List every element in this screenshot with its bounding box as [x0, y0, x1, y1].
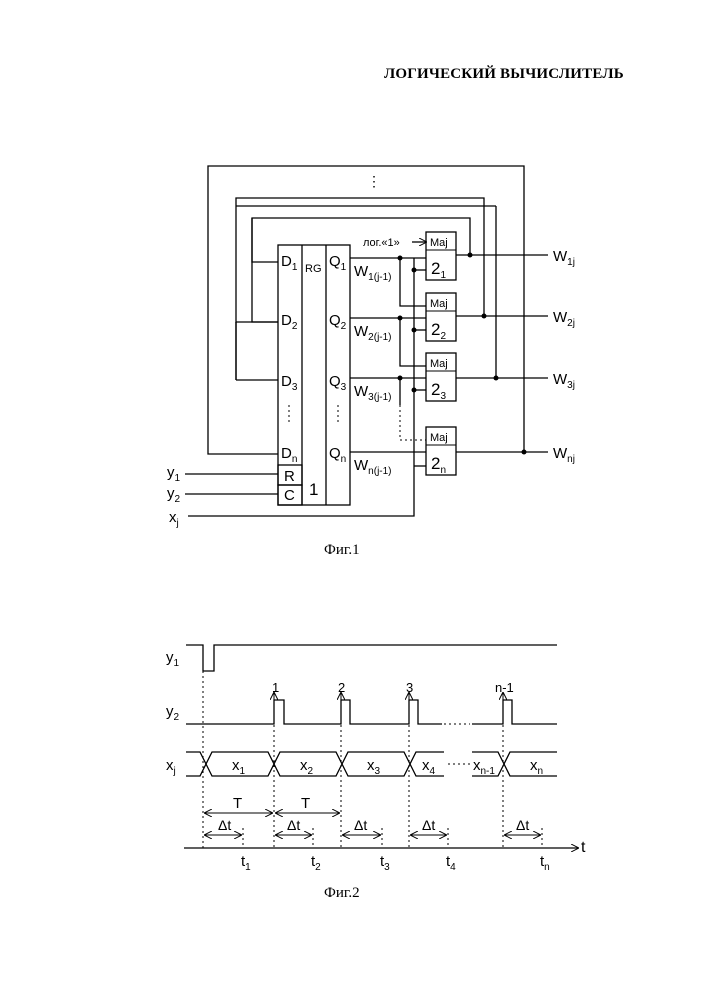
maj-number: 21 — [431, 259, 446, 281]
delta-label: Δt — [218, 817, 231, 833]
output-label: W1j — [553, 248, 575, 268]
x-value: x3 — [367, 757, 381, 777]
time-label: t1 — [241, 853, 251, 873]
xj-waveform: x1 x2 x3 x4 xn-1 xn — [186, 752, 557, 777]
x-value: xn — [530, 757, 543, 777]
y2-input-label: y2 — [167, 485, 181, 505]
delta-label: Δt — [287, 817, 300, 833]
q-output-label: Q3 — [329, 373, 347, 393]
output-wires: W1j W2j W3j Wnj — [456, 248, 575, 465]
q-output-label: Q2 — [329, 312, 347, 332]
y2-waveform: 1 2 3 n-1 — [186, 680, 557, 724]
output-label: W2j — [553, 309, 575, 329]
pulse-number: n-1 — [495, 680, 514, 695]
xj-input-label: xj — [169, 509, 179, 529]
y1-waveform — [186, 645, 557, 671]
d-input-label: D2 — [281, 312, 298, 332]
maj-label: Maj — [430, 432, 448, 444]
timing-row-label: xj — [166, 757, 176, 777]
pulse-number: 2 — [338, 680, 345, 695]
d-input-label: Dn — [281, 445, 297, 465]
timing-row-label: y1 — [166, 649, 180, 669]
pulse-number: 3 — [406, 680, 413, 695]
w-prev-label: W2(j-1) — [354, 323, 392, 343]
time-axis: t t1 t2 t3 t4 tn — [184, 839, 586, 873]
register-label: RG — [305, 263, 322, 275]
feedback-wires: ⋮ — [208, 166, 524, 454]
maj-label: Maj — [430, 298, 448, 310]
time-label: t3 — [380, 853, 390, 873]
figure-2-caption: Фиг.2 — [324, 885, 360, 902]
figure-1-circuit: RG 1 R C D1 D2 D3 Dn Q1 Q2 Q3 Qn — [167, 166, 575, 529]
maj-number: 22 — [431, 320, 446, 342]
x-value: x4 — [422, 757, 436, 777]
delta-label: Δt — [516, 817, 529, 833]
time-label: tn — [540, 853, 550, 873]
period-label: T — [233, 795, 242, 812]
output-label: Wnj — [553, 445, 575, 465]
w-prev-label: W1(j-1) — [354, 263, 392, 283]
d-input-label: D3 — [281, 373, 298, 393]
maj-number: 23 — [431, 380, 446, 402]
reset-label: R — [284, 468, 295, 485]
period-label: T — [301, 795, 310, 812]
x-value: xn-1 — [473, 757, 495, 777]
x-value: x1 — [232, 757, 246, 777]
w-prev-label: Wn(j-1) — [354, 457, 392, 477]
logic-one-label: лог.«1» — [363, 237, 400, 249]
d-input-label: D1 — [281, 253, 298, 273]
output-label: W3j — [553, 371, 575, 391]
delta-label: Δt — [354, 817, 367, 833]
register-block: RG 1 R C D1 D2 D3 Dn Q1 Q2 Q3 Qn — [278, 245, 350, 505]
period-markers: T T — [205, 795, 339, 813]
pulse-number: 1 — [272, 680, 279, 695]
delta-markers: Δt Δt Δt Δt Δt — [205, 817, 540, 835]
maj-number: 2n — [431, 454, 446, 476]
w-prev-label: W3(j-1) — [354, 383, 392, 403]
y1-input-label: y1 — [167, 464, 181, 484]
clock-label: C — [284, 487, 295, 504]
axis-label: t — [581, 839, 586, 856]
time-label: t2 — [311, 853, 321, 873]
maj-label: Maj — [430, 358, 448, 370]
timing-row-label: y2 — [166, 703, 180, 723]
majority-gates: Maj 21 Maj 22 Maj 23 Maj 2n — [426, 232, 456, 476]
x-value: x2 — [300, 757, 314, 777]
figure-1-caption: Фиг.1 — [324, 542, 360, 559]
q-output-label: Qn — [329, 445, 346, 465]
figure-2-timing: y1 y2 xj 1 2 3 n-1 — [166, 645, 586, 873]
q-output-label: Q1 — [329, 253, 347, 273]
maj-label: Maj — [430, 237, 448, 249]
delta-label: Δt — [422, 817, 435, 833]
ellipsis: ⋮ — [367, 173, 381, 189]
time-label: t4 — [446, 853, 456, 873]
register-number: 1 — [309, 480, 318, 499]
